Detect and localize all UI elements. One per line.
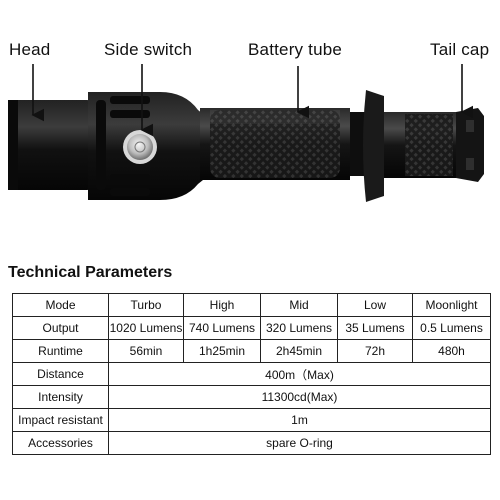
row-label-output: Output [12,316,109,340]
header-high: High [183,293,261,317]
table-cell: 2h45min [260,339,338,363]
label-battery-tube: Battery tube [248,40,343,59]
table-cell: 35 Lumens [337,316,413,340]
header-low: Low [337,293,413,317]
callout-arrows [31,64,474,137]
table-cell: 1h25min [183,339,261,363]
table-cell: 480h [412,339,491,363]
table-cell: 1020 Lumens [108,316,184,340]
table-row: Distance 400m（Max) [12,362,491,386]
table-row: Intensity 11300cd(Max) [12,385,491,409]
row-label-impact: Impact resistant [12,408,109,432]
table-cell: 400m（Max) [108,362,491,386]
table-cell: 740 Lumens [183,316,261,340]
technical-parameters-table: Mode Turbo High Mid Low Moonlight Output… [12,293,491,455]
label-head: Head [9,40,51,59]
row-label-distance: Distance [12,362,109,386]
table-row: Runtime 56min 1h25min 2h45min 72h 480h [12,339,491,363]
table-cell: 72h [337,339,413,363]
header-mode: Mode [12,293,109,317]
tail-ring [363,90,384,202]
table-cell: 11300cd(Max) [108,385,491,409]
section-title: Technical Parameters [8,264,173,281]
header-mid: Mid [260,293,338,317]
table-row: Output 1020 Lumens 740 Lumens 320 Lumens… [12,316,491,340]
table-header-row: Mode Turbo High Mid Low Moonlight [12,293,491,317]
row-label-accessories: Accessories [12,431,109,455]
head-body [8,100,93,190]
table-cell: 320 Lumens [260,316,338,340]
label-side-switch: Side switch [104,40,193,59]
table-row: Accessories spare O-ring [12,431,491,455]
label-tail-cap: Tail cap [430,40,490,59]
table-cell: 0.5 Lumens [412,316,491,340]
table-cell: 56min [108,339,184,363]
header-turbo: Turbo [108,293,184,317]
table-cell: 1m [108,408,491,432]
header-moonlight: Moonlight [412,293,491,317]
row-label-runtime: Runtime [12,339,109,363]
table-row: Impact resistant 1m [12,408,491,432]
row-label-intensity: Intensity [12,385,109,409]
table-cell: spare O-ring [108,431,491,455]
